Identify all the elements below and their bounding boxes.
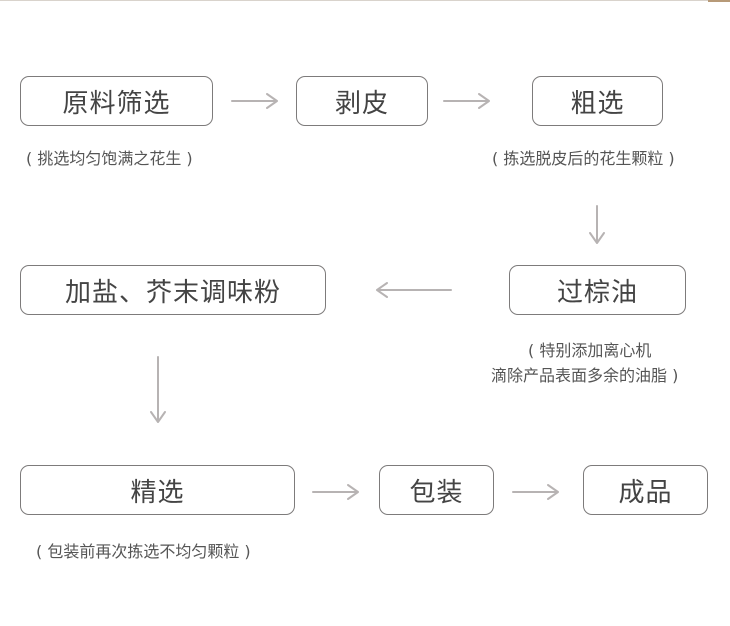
arrow-oiling-to-seasoning [376, 282, 452, 298]
arrow-fine-to-packaging [312, 484, 359, 500]
arrow-rough-to-oiling [589, 205, 605, 244]
step-rough-selection: 粗选 [532, 76, 663, 126]
step-fine-selection-label: 精选 [130, 477, 185, 508]
arrow-seasoning-to-fine [150, 356, 166, 423]
step-peeling-label: 剥皮 [334, 88, 389, 119]
top-divider [0, 0, 730, 2]
arrow-packaging-to-finished [512, 484, 559, 500]
note-oiling-line2: 滴除产品表面多余的油脂 ) [491, 366, 679, 385]
note-raw-screening: ( 挑选均匀饱满之花生 ) [26, 149, 193, 168]
note-fine-selection: ( 包装前再次拣选不均匀颗粒 ) [36, 542, 251, 561]
step-fine-selection: 精选 [20, 465, 295, 515]
step-finished: 成品 [583, 465, 708, 515]
step-raw-screening-label: 原料筛选 [62, 88, 171, 119]
step-peeling: 剥皮 [296, 76, 428, 126]
note-rough-selection: ( 拣选脱皮后的花生颗粒 ) [492, 149, 675, 168]
note-oiling-line1: ( 特别添加离心机 [528, 341, 652, 360]
step-raw-screening: 原料筛选 [20, 76, 213, 126]
step-packaging: 包装 [379, 465, 494, 515]
step-oiling: 过棕油 [509, 265, 686, 315]
arrow-peeling-to-rough [443, 93, 490, 109]
step-packaging-label: 包装 [409, 477, 464, 508]
step-oiling-label: 过棕油 [556, 277, 638, 308]
step-seasoning: 加盐、芥末调味粉 [20, 265, 326, 315]
step-finished-label: 成品 [618, 477, 673, 508]
step-seasoning-label: 加盐、芥末调味粉 [64, 277, 281, 308]
arrow-raw-to-peeling [231, 93, 278, 109]
step-rough-selection-label: 粗选 [570, 88, 625, 119]
